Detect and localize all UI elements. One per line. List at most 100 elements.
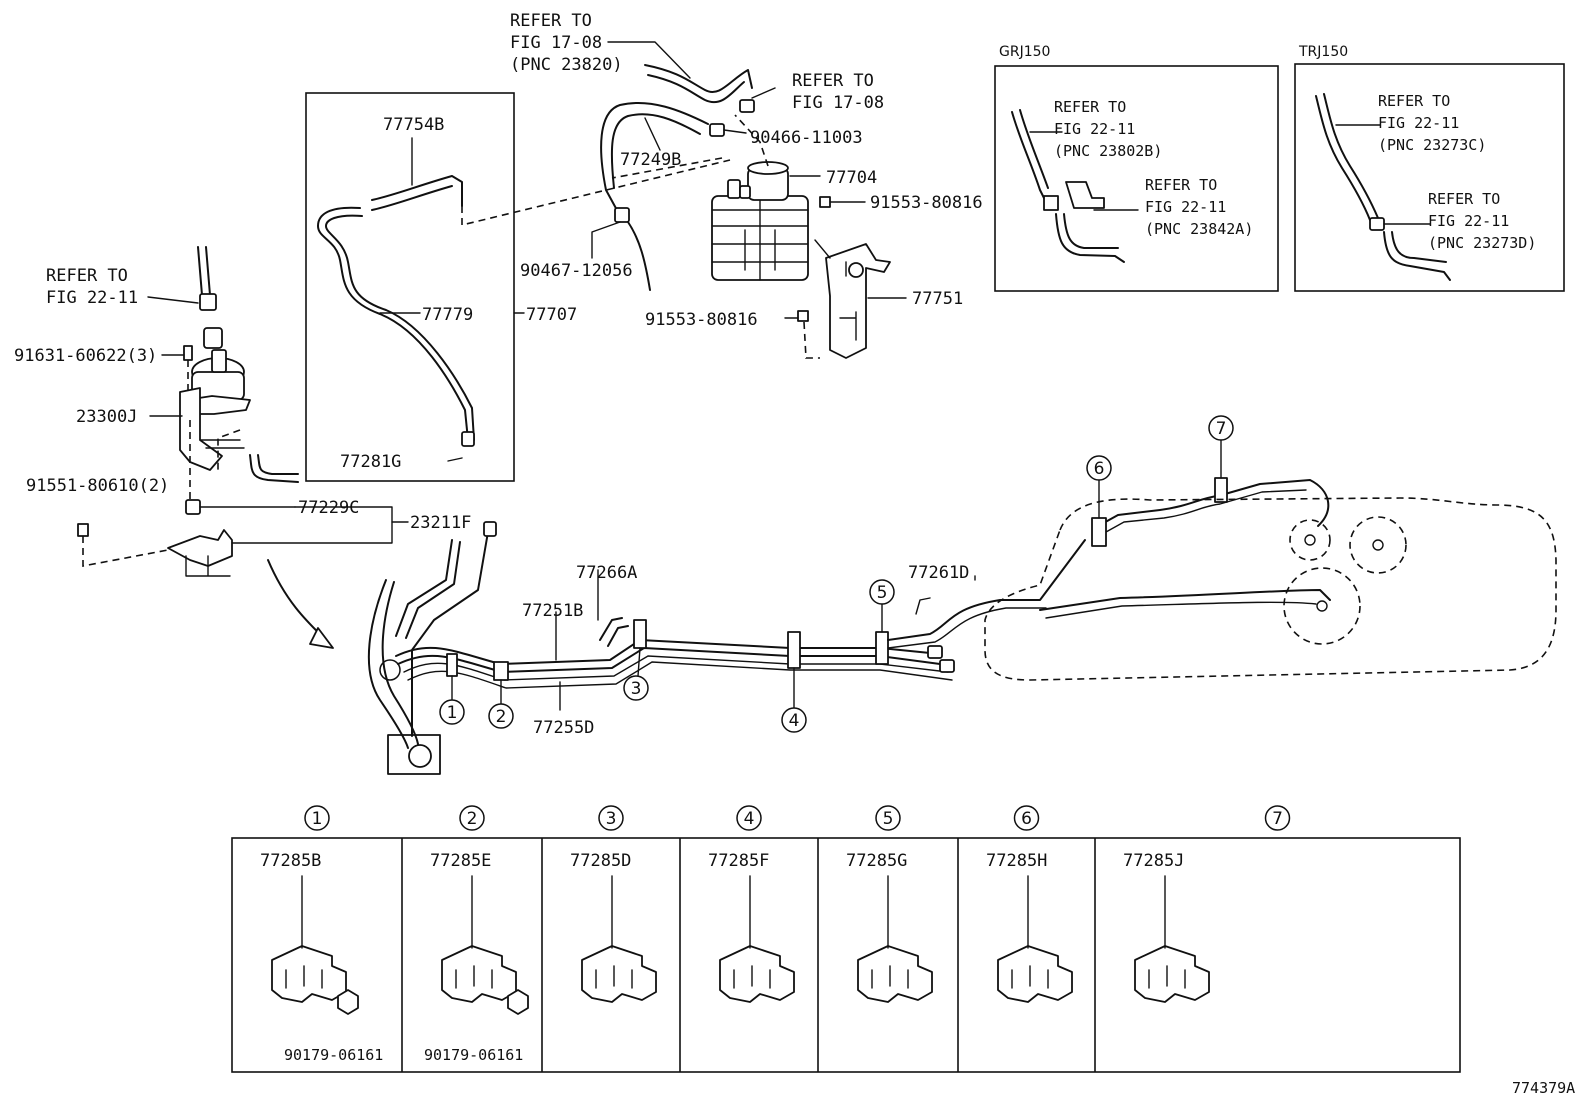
fuel-line-bundle [367, 439, 1331, 775]
bundle-clamp-6 [1091, 517, 1107, 547]
filler-pipe-left [367, 579, 409, 749]
inset-grj150 [994, 65, 1279, 292]
dash-canister-hose [611, 157, 723, 179]
bracket-tab [814, 239, 831, 259]
detail-callout-number-1: 1 [312, 809, 323, 829]
callout-circle-3 [623, 675, 649, 701]
detail-fastener-label-1: 90179-06161 [284, 1046, 383, 1064]
dash-canister-top [734, 114, 769, 167]
callout-leaders [451, 603, 883, 709]
figure-code: 774379A [1512, 1079, 1575, 1097]
part-label-77704: 77704 [826, 168, 877, 188]
ref-note-fig22-left-line-1: REFER TO [46, 266, 128, 286]
tube-77266a [599, 617, 623, 641]
valve-hose-joint [199, 293, 217, 311]
part-label-90466-11003: 90466-11003 [750, 128, 863, 148]
inset-2-ref-upper-line-1: REFER TO [1378, 92, 1450, 110]
hose-77779-inner [325, 214, 475, 441]
breather-tube [395, 539, 453, 637]
leader-90467 [591, 221, 621, 259]
bundle-clamp-3 [633, 619, 647, 649]
bundle-clamp-7 [1214, 477, 1228, 503]
hose-clip-lower [614, 207, 630, 223]
bracket-77751 [825, 243, 891, 359]
leader-77281g [447, 457, 463, 462]
detail-part-label-77285e: 77285E [430, 851, 491, 871]
part-label-91553-80816-upper: 91553-80816 [870, 193, 983, 213]
inset-trj-hose-inner [1323, 93, 1379, 219]
part-label-91553-80816-lower: 91553-80816 [645, 310, 758, 330]
clamp-illustrations [271, 875, 1210, 1015]
detail-callout-circle-3 [598, 805, 624, 831]
part-label-91631-60622: 91631-60622(3) [14, 346, 157, 366]
inset-1-ref-upper-line-3: (PNC 23802B) [1054, 142, 1162, 160]
bolt-91551-icon [77, 523, 89, 537]
callout-circle-2 [488, 703, 514, 729]
callout-number-5: 5 [877, 583, 888, 603]
part-label-91551-80610: 91551-80610(2) [26, 476, 169, 496]
breather-tube-inner [405, 541, 461, 639]
main-line-a [395, 639, 941, 665]
ref-leader-17-top [607, 41, 691, 79]
clip-77281g-icon [461, 431, 475, 447]
callout-circle-1 [439, 699, 465, 725]
detail-callout-circle-2 [459, 805, 485, 831]
detail-callout-circle-5 [875, 805, 901, 831]
clip-77229c-icon [185, 499, 201, 515]
line-tank-top-inner [1105, 489, 1307, 533]
line-to-tank-upper [887, 539, 1086, 641]
part-label-77266a: 77266A [576, 563, 637, 583]
inset-2-ref-upper-line-2: FIG 22-11 [1378, 114, 1459, 132]
callout-number-1: 1 [447, 703, 458, 723]
clamp-drawing-77285f [719, 875, 795, 1003]
part-label-90467-12056: 90467-12056 [520, 261, 633, 281]
callout-number-2: 2 [496, 707, 507, 727]
part-label-77754b: 77754B [383, 115, 444, 135]
inset-grj-hose-inner [1019, 109, 1049, 189]
hose-77779 [317, 206, 469, 441]
leader-77249b [644, 117, 661, 151]
detail-callout-circle-4 [736, 805, 762, 831]
ref-note-fig17-clip-line-2: FIG 17-08 [792, 93, 884, 113]
inset-2-ref-lower-line-2: FIG 22-11 [1428, 212, 1509, 230]
inset-1-ref-upper-line-2: FIG 22-11 [1054, 120, 1135, 138]
callout-circle-7 [1208, 415, 1234, 441]
inset-1-ref-lower-line-1: REFER TO [1145, 176, 1217, 194]
detail-part-label-77285g: 77285G [846, 851, 907, 871]
detail-part-label-77285j: 77285J [1123, 851, 1184, 871]
dash-bolt-lower [803, 321, 820, 359]
callout-number-4: 4 [789, 711, 800, 731]
leader-90466 [723, 129, 747, 134]
main-line-b [397, 647, 941, 673]
clamp-drawing-77285d [581, 875, 657, 1003]
screw-91631-icon [183, 345, 193, 361]
inset-grj-pipe [1055, 213, 1125, 263]
part-label-77249b: 77249B [620, 150, 681, 170]
ref-note-fig17-upper-line-3: (PNC 23820) [510, 55, 623, 75]
hose-lower-stub [627, 221, 651, 291]
hose-set-box-77707 [305, 92, 731, 482]
detail-part-label-77285b: 77285B [260, 851, 321, 871]
ref-hose-upper-inner [647, 74, 745, 103]
bundle-clamp-4 [787, 631, 801, 669]
leader-fig22-left [147, 296, 199, 304]
valve-outlet-hose [249, 454, 299, 483]
leader-77261d [915, 575, 976, 615]
detail-callout-number-7: 7 [1272, 809, 1283, 829]
hose-77754b-inner [371, 185, 453, 211]
dash-77754b-canister [461, 159, 731, 227]
ref-note-fig17-upper-line-2: FIG 17-08 [510, 33, 602, 53]
inset-2-ref-lower-line-1: REFER TO [1428, 190, 1500, 208]
inset-grj-pipe-inner [1063, 213, 1119, 249]
ref-leader-17-clip [751, 87, 776, 99]
arrow-head-icon [309, 627, 334, 649]
inset-2-ref-lower-line-3: (PNC 23273D) [1428, 234, 1536, 252]
inset-trj150 [1294, 63, 1565, 292]
hose-77249b-inner [610, 113, 701, 189]
bracket-23211f [77, 420, 409, 577]
dash-bolt-91551 [82, 536, 169, 567]
detail-callout-circle-7 [1264, 805, 1291, 831]
callout-circle-4 [781, 707, 807, 733]
